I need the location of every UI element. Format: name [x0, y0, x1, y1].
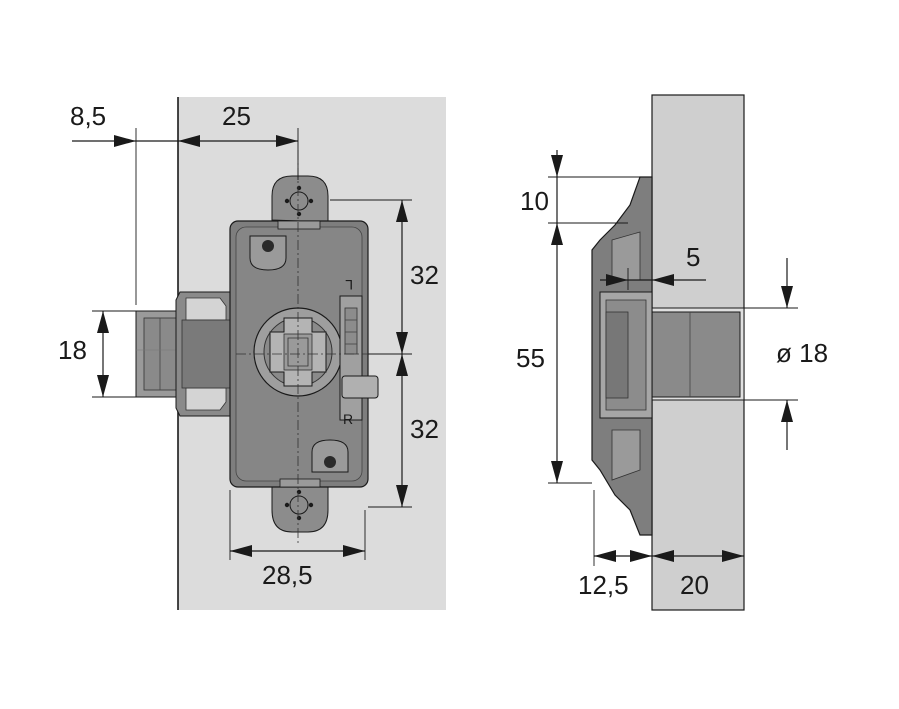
dim-panel-thickness: 20: [680, 570, 709, 600]
dim-width-group: 28,5: [229, 490, 366, 590]
dim-body-width: 28,5: [262, 560, 313, 590]
dim-bore-group: ø 18: [744, 258, 828, 450]
dim-depth-group: 12,5 20: [578, 490, 745, 600]
dim-flange-height: 10: [520, 186, 549, 216]
dim-bolt-group: 18: [58, 310, 136, 398]
dim-step-group: 5: [600, 242, 706, 290]
dim-backset: 25: [222, 101, 251, 131]
cylinder-side: [651, 311, 741, 398]
bottom-mounting-ear: [271, 483, 329, 533]
dim-pitch-group: 32 32: [330, 199, 439, 508]
dim-upper-pitch: 32: [410, 260, 439, 290]
dim-flange-step: 5: [686, 242, 700, 272]
dim-body-height: 55: [516, 343, 545, 373]
dim-offset-group: 8,5 25: [70, 101, 299, 305]
dim-lower-pitch: 32: [410, 414, 439, 444]
dim-offset: 8,5: [70, 101, 106, 131]
dim-bolt-height: 18: [58, 335, 87, 365]
top-mounting-ear: [271, 175, 329, 223]
dim-projection: 12,5: [578, 570, 629, 600]
bolt-guide: [175, 291, 237, 417]
mark-left: L: [345, 277, 353, 293]
side-view: 10 55 5 ø 18: [516, 94, 828, 611]
mark-right: R: [343, 411, 353, 427]
dim-bore-diameter: ø 18: [776, 338, 828, 368]
lock-side-profile: [591, 176, 653, 536]
front-view: L R 8,5 25: [58, 97, 446, 610]
dim-height-group: 10 55: [516, 150, 640, 484]
side-latch: L R: [339, 277, 379, 427]
